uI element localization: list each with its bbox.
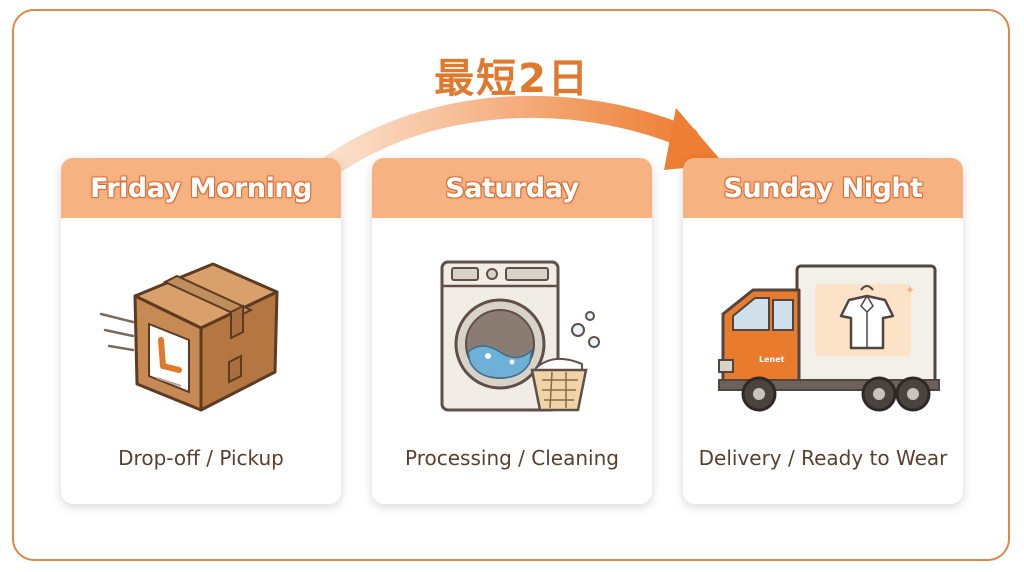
- step-card-sunday: Sunday Night ✦ Lenet Delivery / Ready to…: [683, 158, 963, 504]
- step-caption: Drop-off / Pickup: [118, 446, 284, 470]
- step-card-friday: Friday Morning Drop-off / Pickup: [61, 158, 341, 504]
- step-caption: Delivery / Ready to Wear: [698, 446, 948, 470]
- delivery-truck-icon: ✦ Lenet: [718, 264, 940, 412]
- washing-machine-icon: [440, 260, 600, 412]
- step-card-saturday: Saturday Processing / Cleaning: [372, 158, 652, 504]
- step-caption: Processing / Cleaning: [405, 446, 619, 470]
- svg-text:✦: ✦: [905, 283, 915, 297]
- box-icon: [99, 262, 279, 412]
- badge-shortest-days: 最短2日: [434, 56, 590, 102]
- step-header: Friday Morning: [61, 158, 341, 218]
- truck-logo-text: Lenet: [759, 355, 785, 364]
- step-header: Sunday Night: [683, 158, 963, 218]
- step-header: Saturday: [372, 158, 652, 218]
